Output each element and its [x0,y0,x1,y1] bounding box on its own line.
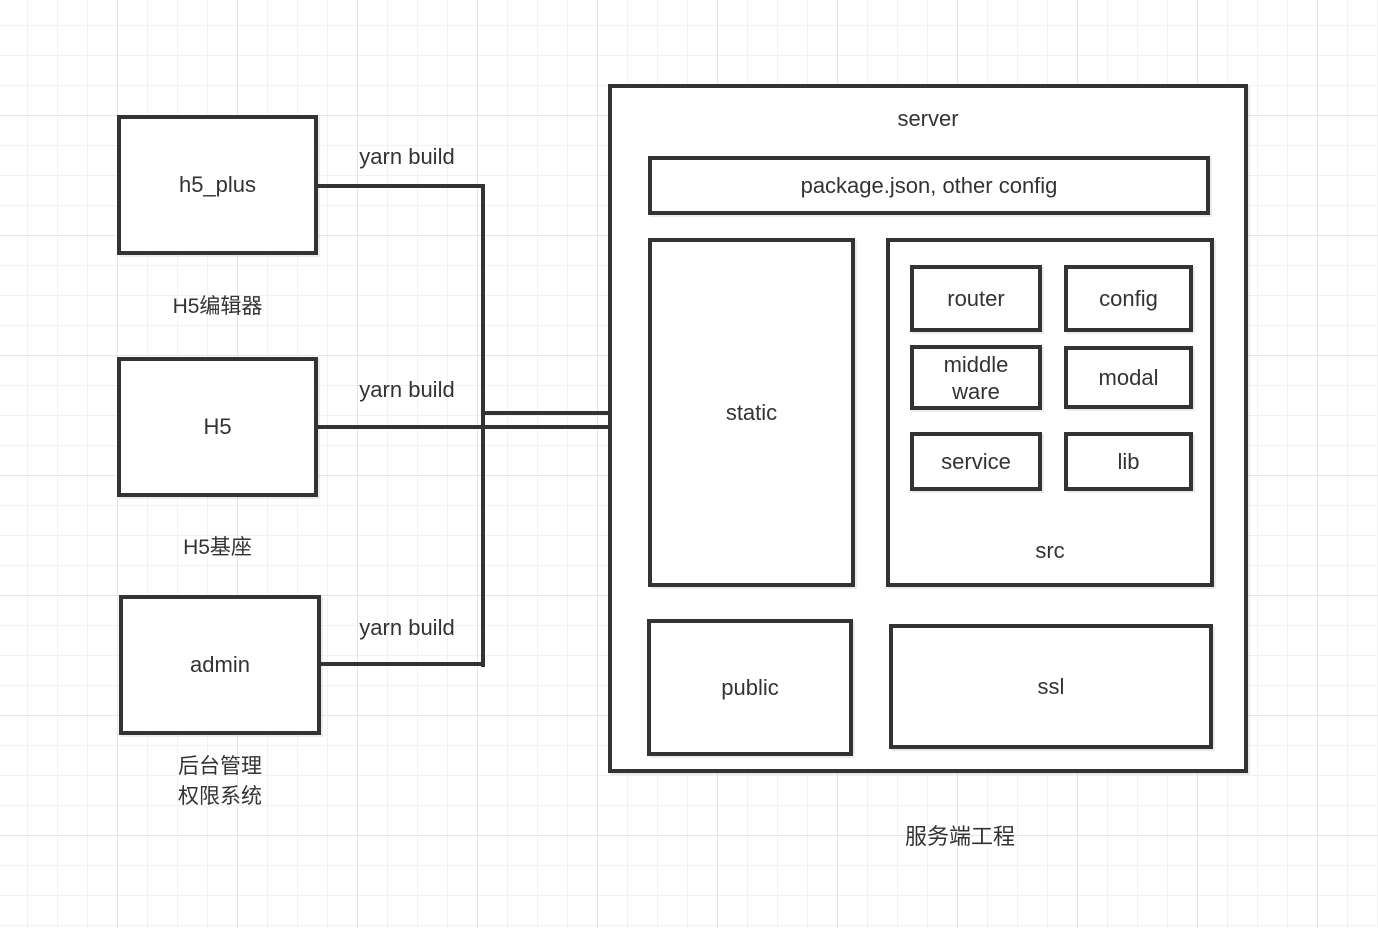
caption-h5: H5基座 [183,536,252,559]
node-h5-plus: h5_plus [117,115,318,255]
node-router: router [910,265,1042,332]
caption-h5-plus: H5编辑器 [172,295,263,318]
connector-h5-plus-out [316,184,485,188]
server-title: server [897,106,959,131]
caption-server: 服务端工程 [904,824,1015,849]
node-modal: modal [1064,346,1193,409]
node-package-config: package.json, other config [648,156,1210,215]
node-service: service [910,432,1042,491]
edge-label-h5-build: yarn build [359,377,455,402]
node-admin: admin [119,595,321,735]
edge-label-admin-build: yarn build [359,615,455,640]
node-lib: lib [1064,432,1193,491]
node-middleware: middle ware [910,345,1042,410]
src-label: src [1035,538,1065,563]
connector-admin-out [319,662,485,666]
edge-label-h5-plus-build: yarn build [359,144,455,169]
connector-h5-arrow-line [316,425,626,429]
node-static: static [648,238,855,587]
node-public: public [647,619,853,756]
caption-admin: 后台管理 权限系统 [178,755,262,808]
connector-arrow-top-line [483,411,626,415]
node-h5: H5 [117,357,318,497]
node-config: config [1064,265,1193,332]
node-ssl: ssl [889,624,1213,749]
